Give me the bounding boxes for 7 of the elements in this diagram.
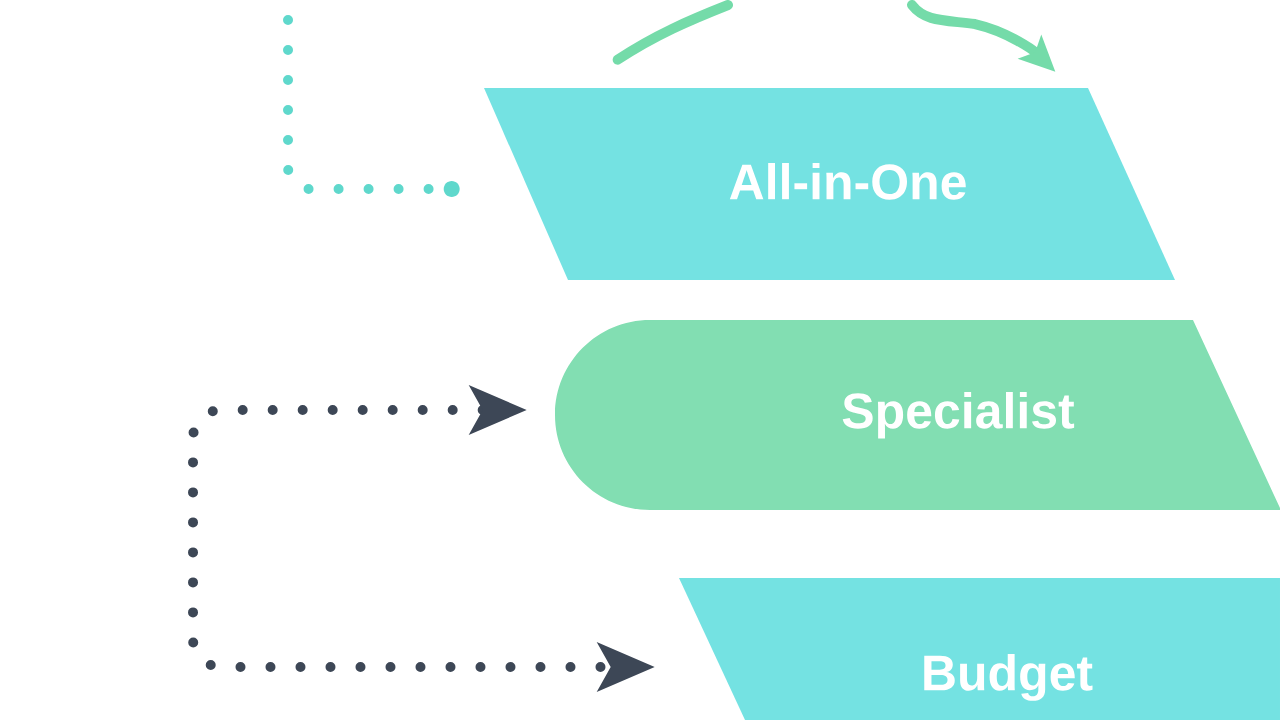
rounded-box: Specialist — [555, 320, 1280, 510]
curved-arrow — [907, 0, 1056, 72]
parallelogram-box: All-in-One — [484, 88, 1175, 280]
dotted-arrow — [188, 385, 655, 692]
dotted-line — [283, 15, 460, 197]
parallelogram-box: Budget — [679, 578, 1280, 720]
curved-line — [612, 0, 733, 65]
